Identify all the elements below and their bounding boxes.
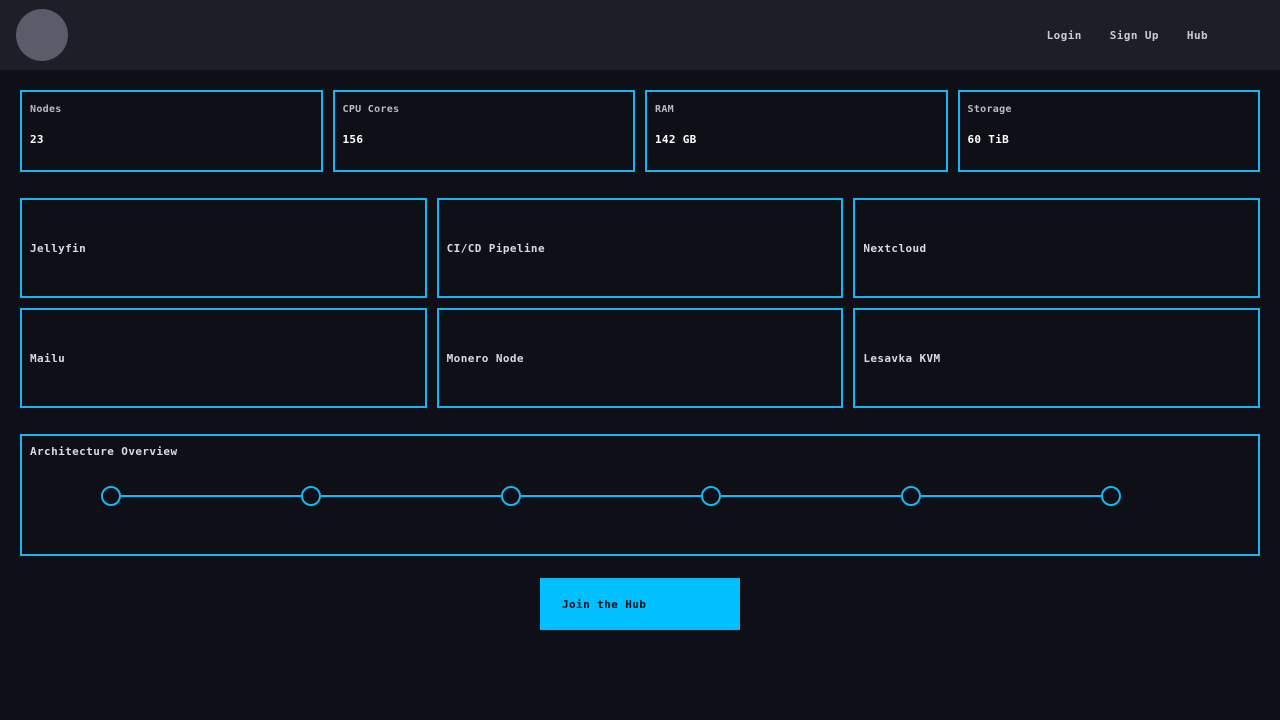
architecture-node-4[interactable] [701,486,721,506]
stat-card-ram: RAM 142 GB [645,90,948,172]
main-nav: Login Sign Up Hub [1047,29,1264,42]
site-header: Login Sign Up Hub [0,0,1280,70]
stat-label: Nodes [30,104,62,115]
stat-value: 60 TiB [967,133,1010,146]
architecture-node-3[interactable] [501,486,521,506]
service-card-nextcloud[interactable]: Nextcloud [853,198,1260,298]
architecture-node-2[interactable] [301,486,321,506]
stat-card-cpu-cores: CPU Cores 156 [332,90,635,172]
stat-label: RAM [655,104,674,115]
stat-value: 23 [30,133,44,146]
avatar [16,9,68,61]
nav-link-login[interactable]: Login [1046,28,1082,42]
service-card-lesavka-kvm[interactable]: Lesavka KVM [853,308,1260,408]
architecture-panel: Architecture Overview [20,434,1260,556]
service-card-monero-node[interactable]: Monero Node [436,308,844,408]
service-card-cicd-pipeline[interactable]: CI/CD Pipeline [436,198,844,298]
service-name: Lesavka KVM [863,351,941,365]
service-name: Jellyfin [30,241,87,255]
stat-card-nodes: Nodes 23 [20,90,323,172]
stat-value: 156 [342,133,364,146]
stat-card-storage: Storage 60 TiB [957,90,1260,172]
stat-value: 142 GB [655,133,697,146]
nav-link-hub[interactable]: Hub [1186,28,1208,42]
services-grid: Jellyfin CI/CD Pipeline Nextcloud Mailu … [20,198,1260,408]
stat-label: CPU Cores [342,104,400,115]
architecture-node-6[interactable] [1101,486,1121,506]
service-name: Nextcloud [863,241,927,255]
architecture-diagram [101,486,1121,506]
join-the-hub-button[interactable]: Join the Hub [540,578,740,630]
stats-row: Nodes 23 CPU Cores 156 RAM 142 GB Storag… [20,90,1260,172]
architecture-node-5[interactable] [901,486,921,506]
cta-row: Join the Hub [20,578,1260,630]
service-name: CI/CD Pipeline [446,241,545,255]
nav-link-sign-up[interactable]: Sign Up [1109,28,1159,42]
architecture-node-1[interactable] [101,486,121,506]
service-card-jellyfin[interactable]: Jellyfin [20,198,427,298]
panel-title: Architecture Overview [30,445,178,458]
service-name: Mailu [30,351,66,365]
service-card-mailu[interactable]: Mailu [20,308,427,408]
service-name: Monero Node [446,351,524,365]
page-body: Nodes 23 CPU Cores 156 RAM 142 GB Storag… [0,70,1280,630]
stat-label: Storage [967,104,1012,115]
